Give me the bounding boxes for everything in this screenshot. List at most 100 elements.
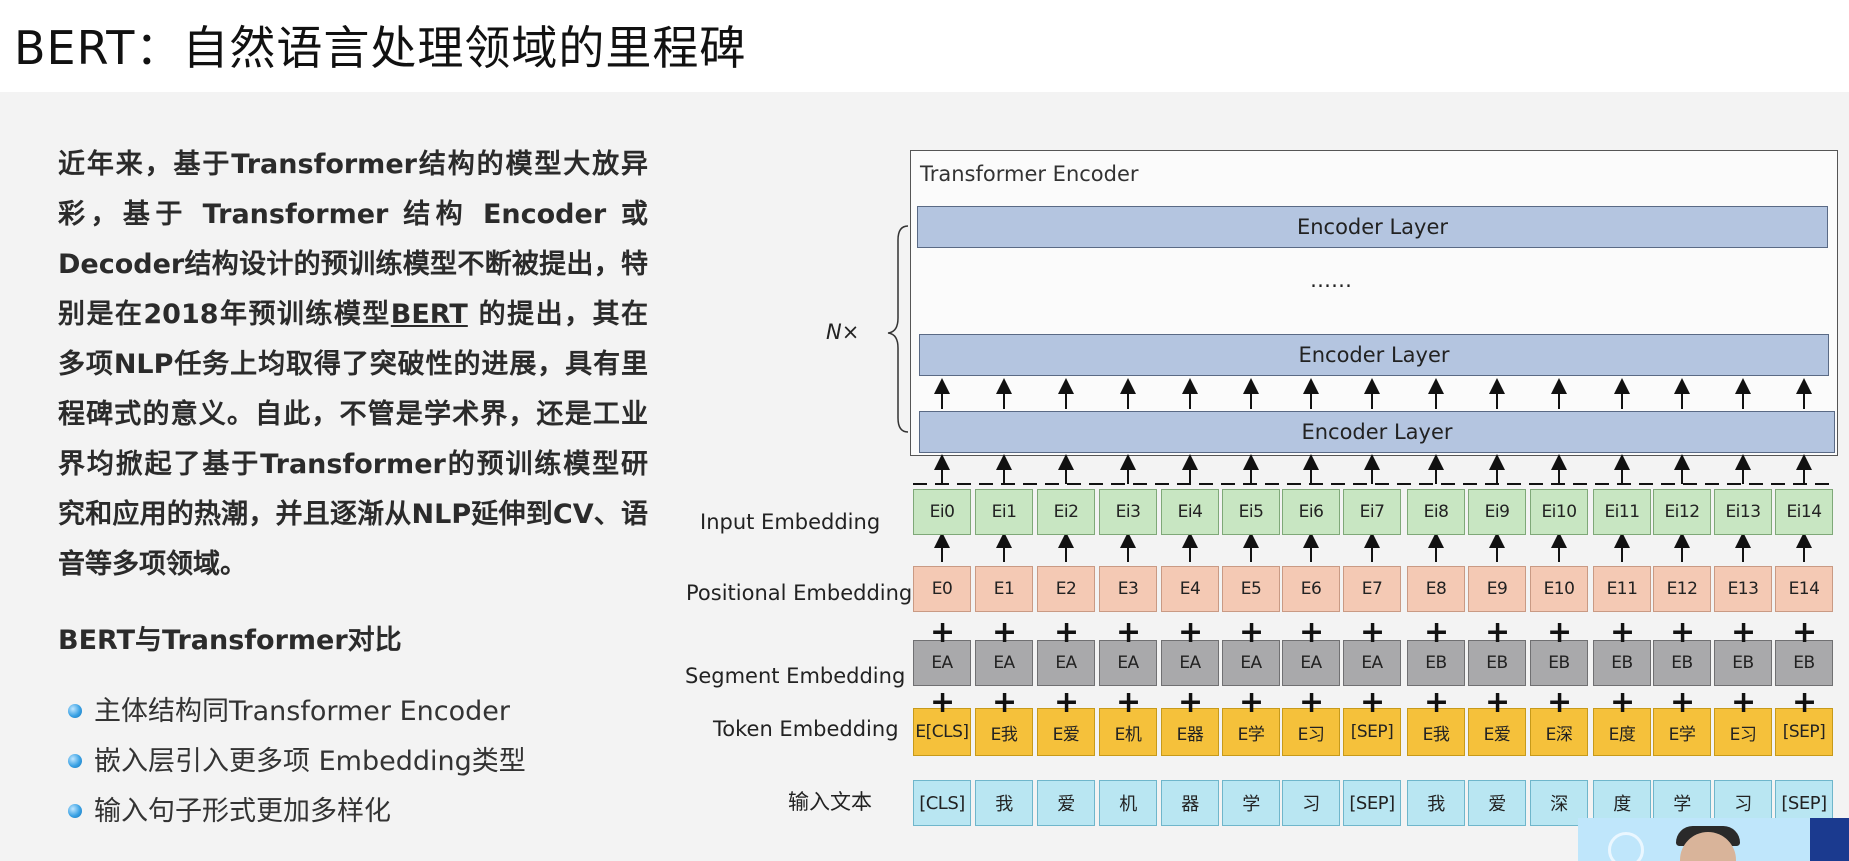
token-embedding-cell: [SEP] bbox=[1343, 708, 1401, 756]
input-embedding-cell: Ei1 bbox=[975, 489, 1033, 535]
token-embedding-cell: E爱 bbox=[1037, 708, 1095, 756]
plus-icon: + bbox=[1178, 615, 1204, 650]
repeat-count-label: N× bbox=[826, 320, 860, 344]
input-text-label: 输入文本 bbox=[788, 790, 872, 814]
plus-icon: + bbox=[1792, 685, 1818, 720]
input-embedding-cell: Ei14 bbox=[1775, 489, 1833, 535]
positional-embedding-cell: E1 bbox=[975, 566, 1033, 612]
token-embedding-cell: E度 bbox=[1593, 708, 1651, 756]
plus-icon: + bbox=[1792, 615, 1818, 650]
input-embedding-cell: Ei8 bbox=[1407, 489, 1465, 535]
input-embedding-cell: Ei12 bbox=[1653, 489, 1711, 535]
title-bar: BERT：自然语言处理领域的里程碑 bbox=[0, 0, 1849, 92]
input-text-cell: 爱 bbox=[1037, 780, 1095, 826]
segment-embedding-cell: EA bbox=[1099, 640, 1157, 686]
plus-icon: + bbox=[1360, 685, 1386, 720]
input-text-cell: 学 bbox=[1222, 780, 1280, 826]
segment-embedding-cell: EB bbox=[1775, 640, 1833, 686]
token-embedding-cell: E机 bbox=[1099, 708, 1157, 756]
segment-embedding-cell: EA bbox=[975, 640, 1033, 686]
encoder-layer-middle: Encoder Layer bbox=[919, 334, 1829, 376]
plus-icon: + bbox=[1299, 615, 1325, 650]
positional-embedding-cell: E0 bbox=[913, 566, 971, 612]
plus-icon: + bbox=[1239, 615, 1265, 650]
presenter-video bbox=[1578, 818, 1849, 861]
plus-icon: + bbox=[1731, 685, 1757, 720]
positional-embedding-cell: E14 bbox=[1775, 566, 1833, 612]
positional-embedding-cell: E4 bbox=[1161, 566, 1219, 612]
segment-embedding-cell: EA bbox=[1037, 640, 1095, 686]
segment-embedding-cell: EB bbox=[1653, 640, 1711, 686]
plus-icon: + bbox=[930, 615, 956, 650]
input-embedding-cell: Ei7 bbox=[1343, 489, 1401, 535]
bullet-text: 输入句子形式更加多样化 bbox=[94, 796, 391, 827]
token-embedding-label: Token Embedding bbox=[713, 717, 899, 741]
input-text-cell: 器 bbox=[1161, 780, 1219, 826]
encoder-layer-top: Encoder Layer bbox=[917, 206, 1828, 248]
input-text-cell: 爱 bbox=[1468, 780, 1526, 826]
positional-embedding-cell: E6 bbox=[1282, 566, 1340, 612]
bert-link[interactable]: BERT bbox=[390, 299, 468, 330]
plus-icon: + bbox=[930, 685, 956, 720]
bullet-text: 嵌入层引入更多项 Embedding类型 bbox=[94, 746, 526, 777]
plus-icon: + bbox=[1360, 615, 1386, 650]
input-embedding-cell: Ei13 bbox=[1714, 489, 1772, 535]
segment-embedding-label: Segment Embedding bbox=[685, 664, 906, 688]
plus-icon: + bbox=[1424, 615, 1450, 650]
bullet-dot-icon bbox=[68, 804, 82, 818]
token-embedding-cell: E我 bbox=[975, 708, 1033, 756]
comparison-bullet: 嵌入层引入更多项 Embedding类型 bbox=[64, 740, 526, 790]
bullet-text: 主体结构同Transformer Encoder bbox=[94, 696, 510, 727]
plus-icon: + bbox=[1116, 685, 1142, 720]
input-embedding-cell: Ei3 bbox=[1099, 489, 1157, 535]
plus-icon: + bbox=[1424, 685, 1450, 720]
positional-embedding-cell: E7 bbox=[1343, 566, 1401, 612]
token-embedding-cell: E我 bbox=[1407, 708, 1465, 756]
transformer-encoder-label: Transformer Encoder bbox=[920, 162, 1139, 186]
positional-embedding-cell: E13 bbox=[1714, 566, 1772, 612]
positional-embedding-cell: E9 bbox=[1468, 566, 1526, 612]
plus-icon: + bbox=[1054, 615, 1080, 650]
positional-embedding-cell: E10 bbox=[1530, 566, 1588, 612]
token-embedding-cell: E习 bbox=[1282, 708, 1340, 756]
input-text-cell: 我 bbox=[1407, 780, 1465, 826]
input-text-cell: 机 bbox=[1099, 780, 1157, 826]
plus-icon: + bbox=[1485, 615, 1511, 650]
input-embedding-cell: Ei2 bbox=[1037, 489, 1095, 535]
comparison-list: 主体结构同Transformer Encoder 嵌入层引入更多项 Embedd… bbox=[64, 690, 526, 840]
input-embedding-cell: Ei5 bbox=[1222, 489, 1280, 535]
plus-icon: + bbox=[1731, 615, 1757, 650]
input-embedding-cell: Ei4 bbox=[1161, 489, 1219, 535]
input-embedding-cell: Ei10 bbox=[1530, 489, 1588, 535]
input-text-cell: [CLS] bbox=[913, 780, 971, 826]
encoder-ellipsis: …… bbox=[1310, 268, 1352, 292]
input-embedding-cell: Ei9 bbox=[1468, 489, 1526, 535]
positional-embedding-label: Positional Embedding bbox=[686, 581, 913, 605]
encoder-layer-bottom: Encoder Layer bbox=[919, 411, 1835, 453]
segment-embedding-cell: EB bbox=[1530, 640, 1588, 686]
positional-embedding-cell: E8 bbox=[1407, 566, 1465, 612]
input-text-cell: 我 bbox=[975, 780, 1033, 826]
segment-embedding-cell: EB bbox=[1468, 640, 1526, 686]
input-text-cell: 习 bbox=[1282, 780, 1340, 826]
token-embedding-cell: E学 bbox=[1653, 708, 1711, 756]
plus-icon: + bbox=[992, 615, 1018, 650]
intro-text-after: 的提出，其在多项NLP任务上均取得了突破性的进展，具有里程碑式的意义。自此，不管… bbox=[58, 299, 648, 580]
segment-embedding-cell: EB bbox=[1407, 640, 1465, 686]
segment-embedding-cell: EA bbox=[913, 640, 971, 686]
positional-embedding-cell: E12 bbox=[1653, 566, 1711, 612]
token-embedding-cell: E深 bbox=[1530, 708, 1588, 756]
token-embedding-cell: [SEP] bbox=[1775, 708, 1833, 756]
plus-icon: + bbox=[1610, 685, 1636, 720]
plus-icon: + bbox=[1670, 615, 1696, 650]
segment-embedding-cell: EA bbox=[1343, 640, 1401, 686]
segment-embedding-cell: EB bbox=[1714, 640, 1772, 686]
comparison-bullet: 主体结构同Transformer Encoder bbox=[64, 690, 526, 740]
input-embedding-cell: Ei0 bbox=[913, 489, 971, 535]
segment-embedding-cell: EA bbox=[1222, 640, 1280, 686]
segment-embedding-cell: EB bbox=[1593, 640, 1651, 686]
segment-embedding-cell: EA bbox=[1161, 640, 1219, 686]
plus-icon: + bbox=[1116, 615, 1142, 650]
plus-icon: + bbox=[1670, 685, 1696, 720]
